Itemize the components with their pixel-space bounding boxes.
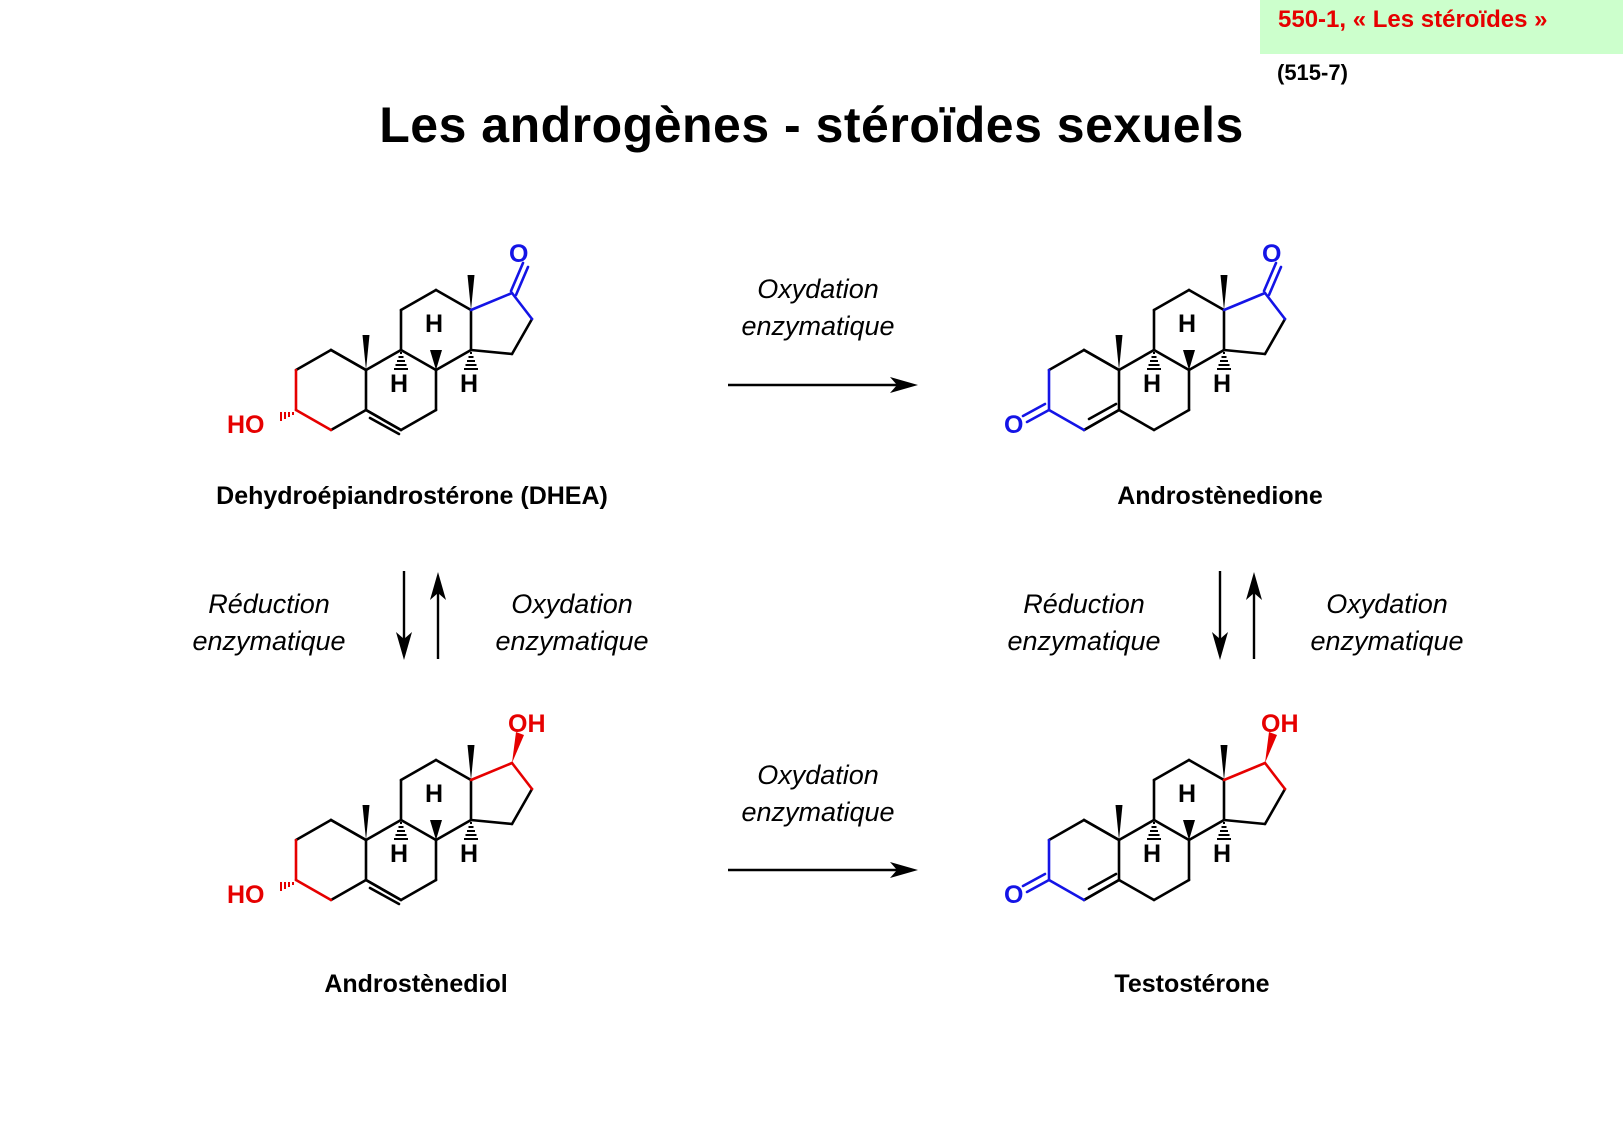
step-label-line: Oxydation [757, 274, 879, 304]
course-tag: 550-1, « Les stéroïdes » [1260, 0, 1623, 54]
molecule-name-dhea: Dehydroépiandrostérone (DHEA) [216, 482, 608, 510]
arrow-left-oxidation [430, 572, 446, 659]
androstenediol-structure: HO OH H H H [227, 710, 546, 909]
hydrogen-label: H [425, 310, 443, 338]
molecule-name-testosterone: Testostérone [1114, 970, 1270, 998]
hydrogen-label: H [390, 840, 408, 868]
arrow-left-reduction [396, 571, 412, 660]
slide-title: Les androgènes - stéroïdes sexuels [379, 97, 1244, 153]
testosterone-structure: O OH H H H [1004, 710, 1299, 909]
step-label-line: enzymatique [741, 797, 895, 827]
hydroxyl-label: HO [227, 411, 265, 439]
step-label-line: enzymatique [1310, 626, 1464, 656]
hydrogen-label: H [460, 370, 478, 398]
hydrogen-label: H [390, 370, 408, 398]
step-label-line: enzymatique [495, 626, 649, 656]
arrow-right-reduction [1212, 571, 1228, 660]
hydrogen-label: H [1178, 780, 1196, 808]
molecule-name-androstenedione: Androstènedione [1117, 482, 1323, 510]
molecule-name-androstenediol: Androstènediol [324, 970, 508, 998]
hydrogen-label: H [1213, 370, 1231, 398]
step-label-line: Réduction [1023, 589, 1145, 619]
ketone-oxygen-label: O [1262, 240, 1281, 268]
arrow-right-oxidation [1246, 572, 1262, 659]
step-label-line: enzymatique [1007, 626, 1161, 656]
step-label-line: Oxydation [757, 760, 879, 790]
hydroxyl-label: HO [227, 881, 265, 909]
hydrogen-label: H [1213, 840, 1231, 868]
hydroxyl-label: OH [508, 710, 546, 738]
hydrogen-label: H [460, 840, 478, 868]
step-label-line: enzymatique [192, 626, 346, 656]
ketone-oxygen-label: O [1004, 881, 1023, 909]
step-label-bottom: Oxydation enzymatique [668, 757, 968, 831]
step-label-line: Oxydation [1326, 589, 1448, 619]
ketone-oxygen-label: O [509, 240, 528, 268]
step-label-right-oxidation: Oxydation enzymatique [1277, 586, 1497, 660]
androstenedione-structure: O O H H H [1004, 240, 1287, 439]
arrow-top-oxidation [728, 377, 918, 393]
hydrogen-label: H [425, 780, 443, 808]
step-label-line: enzymatique [741, 311, 895, 341]
ketone-oxygen-label: O [1004, 411, 1023, 439]
hydrogen-label: H [1178, 310, 1196, 338]
course-reference: (515-7) [1277, 60, 1348, 85]
step-label-left-oxidation: Oxydation enzymatique [462, 586, 682, 660]
step-label-top: Oxydation enzymatique [668, 271, 968, 345]
dhea-structure: HO O H H H [227, 240, 534, 439]
hydroxyl-label: OH [1261, 710, 1299, 738]
arrow-bottom-oxidation [728, 862, 918, 878]
hydrogen-label: H [1143, 370, 1161, 398]
step-label-left-reduction: Réduction enzymatique [159, 586, 379, 660]
hydrogen-label: H [1143, 840, 1161, 868]
step-label-line: Oxydation [511, 589, 633, 619]
step-label-line: Réduction [208, 589, 330, 619]
step-label-right-reduction: Réduction enzymatique [974, 586, 1194, 660]
